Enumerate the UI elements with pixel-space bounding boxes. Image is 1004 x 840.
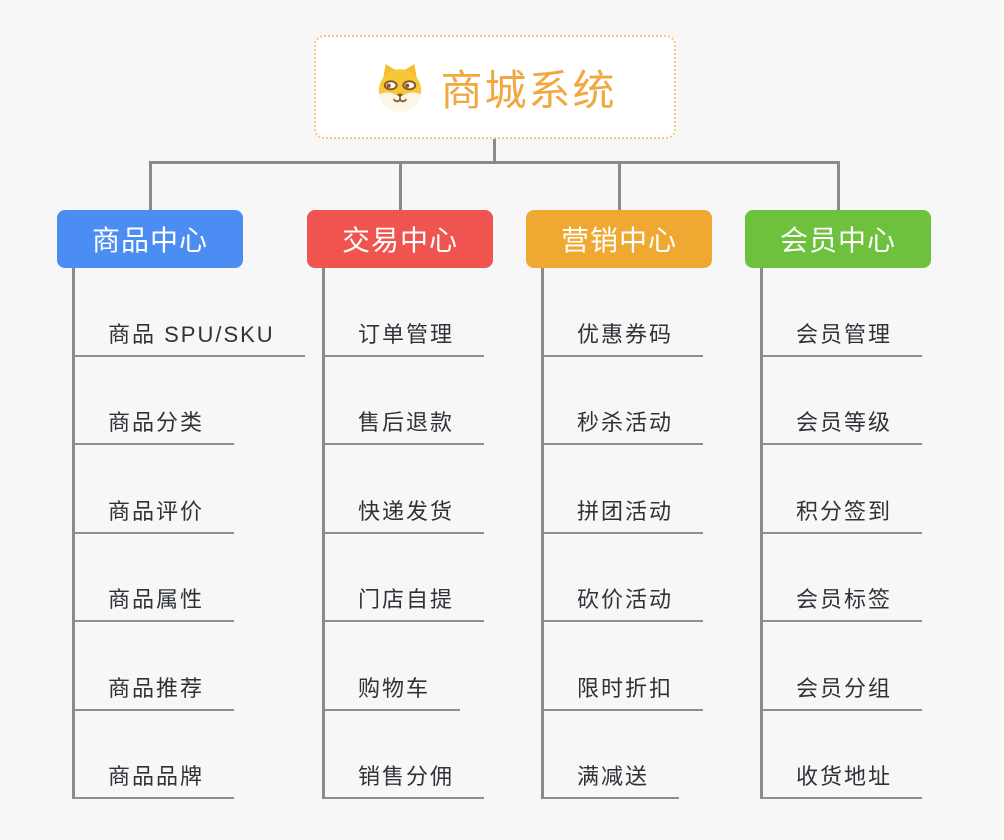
branch-node-3[interactable]: 会员中心 — [745, 210, 931, 268]
leaf-label: 积分签到 — [796, 498, 893, 524]
leaf-label: 商品分类 — [108, 410, 205, 435]
branch-children: 商品 SPU/SKU 商品分类 商品评价 商品属性 商品推荐 商品品牌 — [72, 268, 307, 799]
leaf-row: 收货地址 — [763, 711, 995, 799]
leaf-row: 商品推荐 — [75, 622, 307, 711]
leaf-node-3-3[interactable]: 会员标签 — [763, 582, 923, 622]
branch-node-2[interactable]: 营销中心 — [526, 210, 712, 268]
leaf-node-0-5[interactable]: 商品品牌 — [75, 759, 235, 799]
leaf-node-3-0[interactable]: 会员管理 — [763, 317, 923, 357]
leaf-row: 销售分佣 — [325, 711, 557, 799]
branch-children: 会员管理 会员等级 积分签到 会员标签 会员分组 收货地址 — [760, 268, 995, 799]
branch-label: 商品中心 — [91, 225, 208, 256]
leaf-row: 商品评价 — [75, 445, 307, 534]
branch-3: 会员中心 会员管理 会员等级 积分签到 会员标签 会员分组 收货地址 — [745, 162, 995, 799]
leaf-node-3-5[interactable]: 收货地址 — [763, 759, 923, 799]
root-node[interactable]: 商城系统 — [314, 35, 676, 139]
leaf-node-1-4[interactable]: 购物车 — [325, 671, 461, 711]
branch-1: 交易中心 订单管理 售后退款 快递发货 门店自提 购物车 销售分佣 — [307, 162, 557, 799]
branch-label: 营销中心 — [560, 225, 677, 256]
connector-drop-line — [618, 162, 621, 210]
leaf-label: 会员标签 — [796, 587, 893, 612]
branch-label: 交易中心 — [341, 225, 458, 256]
leaf-node-2-4[interactable]: 限时折扣 — [544, 671, 704, 711]
leaf-label: 购物车 — [358, 675, 431, 701]
connector-drop-line — [399, 162, 402, 210]
leaf-row: 商品属性 — [75, 534, 307, 622]
leaf-node-2-1[interactable]: 秒杀活动 — [544, 405, 704, 445]
leaf-label: 商品属性 — [108, 587, 205, 612]
leaf-node-2-0[interactable]: 优惠券码 — [544, 317, 704, 357]
leaf-label: 订单管理 — [358, 321, 455, 347]
leaf-row: 拼团活动 — [544, 445, 776, 534]
branch-node-1[interactable]: 交易中心 — [307, 210, 493, 268]
leaf-row: 积分签到 — [763, 445, 995, 534]
leaf-row: 商品 SPU/SKU — [75, 268, 307, 357]
leaf-row: 砍价活动 — [544, 534, 776, 622]
leaf-label: 商品 SPU/SKU — [108, 321, 275, 347]
leaf-node-0-1[interactable]: 商品分类 — [75, 405, 235, 445]
leaf-node-0-2[interactable]: 商品评价 — [75, 494, 235, 534]
leaf-label: 满减送 — [577, 764, 650, 789]
leaf-row: 售后退款 — [325, 357, 557, 445]
branch-children: 订单管理 售后退款 快递发货 门店自提 购物车 销售分佣 — [322, 268, 557, 799]
leaf-label: 砍价活动 — [577, 587, 674, 612]
leaf-row: 商品分类 — [75, 357, 307, 445]
leaf-node-2-3[interactable]: 砍价活动 — [544, 582, 704, 622]
connector-bus-line — [149, 161, 840, 164]
leaf-label: 会员分组 — [796, 675, 893, 701]
leaf-node-1-3[interactable]: 门店自提 — [325, 582, 485, 622]
leaf-row: 会员分组 — [763, 622, 995, 711]
leaf-node-1-5[interactable]: 销售分佣 — [325, 759, 485, 799]
leaf-row: 会员管理 — [763, 268, 995, 357]
leaf-label: 门店自提 — [358, 587, 455, 612]
leaf-label: 限时折扣 — [577, 675, 674, 701]
connector-drop-line — [837, 162, 840, 210]
leaf-row: 满减送 — [544, 711, 776, 799]
leaf-row: 限时折扣 — [544, 622, 776, 711]
leaf-label: 商品评价 — [108, 498, 205, 524]
branch-label: 会员中心 — [779, 225, 896, 256]
leaf-node-1-0[interactable]: 订单管理 — [325, 317, 485, 357]
leaf-node-2-5[interactable]: 满减送 — [544, 759, 680, 799]
leaf-label: 销售分佣 — [358, 764, 455, 789]
leaf-row: 购物车 — [325, 622, 557, 711]
leaf-node-3-4[interactable]: 会员分组 — [763, 671, 923, 711]
leaf-label: 秒杀活动 — [577, 410, 674, 435]
leaf-label: 快递发货 — [358, 498, 455, 524]
leaf-row: 会员标签 — [763, 534, 995, 622]
leaf-row: 商品品牌 — [75, 711, 307, 799]
branch-0: 商品中心 商品 SPU/SKU 商品分类 商品评价 商品属性 商品推荐 商品品牌 — [57, 162, 307, 799]
leaf-label: 商品推荐 — [108, 675, 205, 701]
leaf-row: 门店自提 — [325, 534, 557, 622]
leaf-label: 会员管理 — [796, 321, 893, 347]
leaf-row: 快递发货 — [325, 445, 557, 534]
leaf-node-1-1[interactable]: 售后退款 — [325, 405, 485, 445]
leaf-node-3-1[interactable]: 会员等级 — [763, 405, 923, 445]
leaf-label: 优惠券码 — [577, 321, 674, 347]
leaf-node-2-2[interactable]: 拼团活动 — [544, 494, 704, 534]
leaf-node-3-2[interactable]: 积分签到 — [763, 494, 923, 534]
dog-face-icon — [379, 64, 422, 112]
leaf-node-0-4[interactable]: 商品推荐 — [75, 671, 235, 711]
branch-2: 营销中心 优惠券码 秒杀活动 拼团活动 砍价活动 限时折扣 满减送 — [526, 162, 776, 799]
leaf-node-0-3[interactable]: 商品属性 — [75, 582, 235, 622]
leaf-node-1-2[interactable]: 快递发货 — [325, 494, 485, 534]
leaf-node-0-0[interactable]: 商品 SPU/SKU — [75, 317, 305, 357]
leaf-label: 商品品牌 — [108, 764, 205, 789]
leaf-row: 秒杀活动 — [544, 357, 776, 445]
leaf-row: 会员等级 — [763, 357, 995, 445]
root-label: 商城系统 — [440, 66, 617, 114]
branch-children: 优惠券码 秒杀活动 拼团活动 砍价活动 限时折扣 满减送 — [541, 268, 776, 799]
connector-drop-line — [149, 162, 152, 210]
connector-stem-line — [493, 139, 496, 163]
leaf-label: 售后退款 — [358, 410, 455, 435]
branch-node-0[interactable]: 商品中心 — [57, 210, 243, 268]
leaf-label: 会员等级 — [796, 410, 893, 435]
leaf-row: 优惠券码 — [544, 268, 776, 357]
leaf-row: 订单管理 — [325, 268, 557, 357]
leaf-label: 拼团活动 — [577, 498, 674, 524]
leaf-label: 收货地址 — [796, 764, 893, 789]
